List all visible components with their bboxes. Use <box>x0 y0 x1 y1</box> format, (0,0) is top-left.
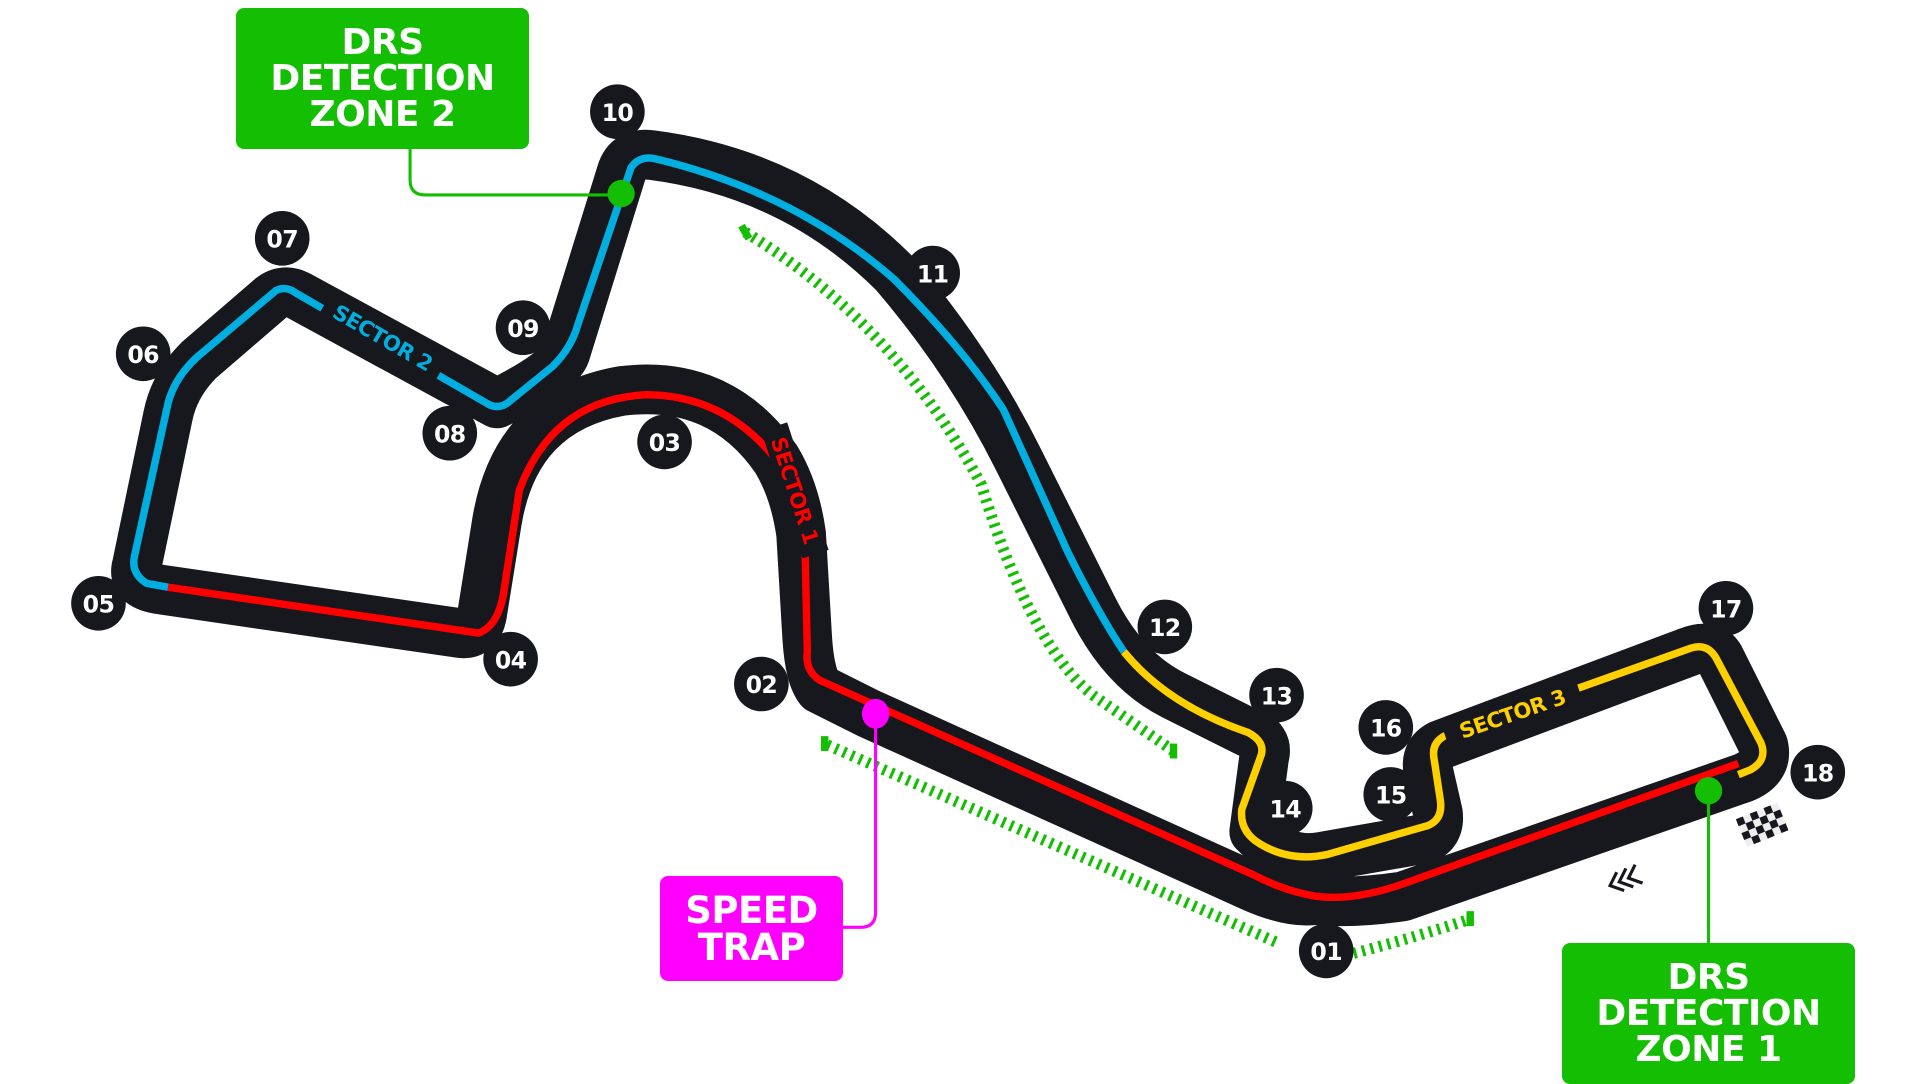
speed-trap-label: SPEED TRAP <box>660 876 843 981</box>
svg-text:18: 18 <box>1802 759 1834 787</box>
turn-08: 08 <box>422 405 478 461</box>
drs-zone-2-line-2: DETECTION <box>270 57 495 99</box>
turn-06: 06 <box>115 326 171 382</box>
turn-markers: 01 02 03 04 05 06 07 08 09 10 11 12 13 1… <box>71 84 1846 979</box>
turn-11: 11 <box>905 245 960 301</box>
drs-zone-2-line-3: ZONE 2 <box>309 93 456 135</box>
turn-15: 15 <box>1363 767 1419 822</box>
turn-04: 04 <box>483 631 538 687</box>
drs-zone-1-line-3: ZONE 1 <box>1635 1028 1782 1070</box>
svg-text:17: 17 <box>1710 596 1742 624</box>
svg-text:08: 08 <box>434 420 466 448</box>
turn-10: 10 <box>590 84 645 140</box>
drs-zone-2-line-1: DRS <box>341 21 424 63</box>
sector-2-line <box>130 154 1127 654</box>
svg-text:05: 05 <box>83 591 115 619</box>
turn-01: 01 <box>1298 923 1354 979</box>
turn-02: 02 <box>734 656 789 712</box>
svg-text:10: 10 <box>602 99 634 127</box>
drs-zone-1-detection-point <box>1694 777 1723 805</box>
svg-text:01: 01 <box>1310 938 1342 966</box>
svg-text:07: 07 <box>266 226 298 254</box>
turn-07: 07 <box>254 211 310 266</box>
turn-18: 18 <box>1790 744 1846 800</box>
speed-trap-line-2: TRAP <box>697 925 806 969</box>
turn-12: 12 <box>1137 599 1193 655</box>
turn-09: 09 <box>495 300 551 356</box>
turn-14: 14 <box>1257 780 1313 836</box>
svg-text:16: 16 <box>1370 715 1402 743</box>
turn-16: 16 <box>1358 700 1414 755</box>
speed-trap-line-1: SPEED <box>685 888 818 932</box>
drs-zone-marker-2 <box>742 227 1177 756</box>
drs-zone-marker-1 <box>824 739 1282 949</box>
turn-17: 17 <box>1698 580 1754 636</box>
drs-zone-marker-1b <box>1352 913 1474 959</box>
svg-text:02: 02 <box>746 671 778 699</box>
drs-zone-2-connector <box>408 148 622 197</box>
turn-13: 13 <box>1249 667 1304 723</box>
svg-text:11: 11 <box>917 260 949 288</box>
turn-05: 05 <box>71 576 126 631</box>
svg-text:09: 09 <box>507 315 539 343</box>
drs-zone-1-line-1: DRS <box>1667 956 1750 998</box>
speed-trap-connector <box>842 715 878 929</box>
svg-text:04: 04 <box>495 646 527 674</box>
track <box>111 129 1789 927</box>
svg-text:12: 12 <box>1149 614 1181 642</box>
svg-text:14: 14 <box>1269 795 1301 823</box>
svg-text:15: 15 <box>1375 782 1407 810</box>
svg-text:13: 13 <box>1261 682 1293 710</box>
svg-text:06: 06 <box>127 341 159 369</box>
drs-zone-2-detection-point <box>607 180 635 208</box>
sector-3-line <box>1120 643 1767 861</box>
direction-chevrons-icon <box>1607 864 1644 893</box>
speed-trap-point <box>861 698 890 729</box>
callout-connectors <box>408 148 1711 944</box>
drs-zone-markers <box>738 223 1474 959</box>
turn-03: 03 <box>637 414 692 470</box>
drs-detection-zone-1-label: DRS DETECTION ZONE 1 <box>1562 943 1855 1084</box>
svg-text:03: 03 <box>649 429 681 457</box>
chequered-flag-icon <box>1735 802 1789 847</box>
drs-zone-1-line-2: DETECTION <box>1596 992 1821 1034</box>
drs-detection-zone-2-label: DRS DETECTION ZONE 2 <box>236 8 529 149</box>
